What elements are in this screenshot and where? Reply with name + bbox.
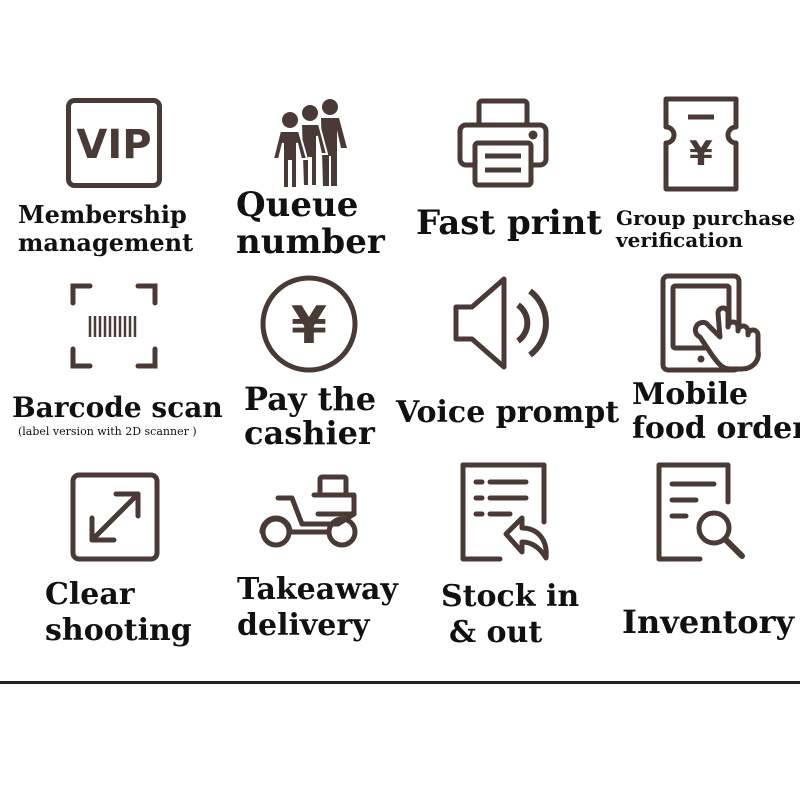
label-line: Fast print [416, 203, 603, 243]
label-line: number [236, 222, 385, 262]
label-line: Queue [236, 185, 359, 225]
feature-label: Fast print [416, 206, 602, 240]
label-line: Stock in [441, 579, 580, 614]
scooter-icon [258, 474, 362, 550]
barcode-scan-icon [70, 283, 158, 369]
svg-text:¥: ¥ [291, 296, 327, 356]
label-line: Membership [18, 200, 187, 229]
yuan-voucher-icon: ¥ [662, 95, 740, 193]
label-line: food order [632, 411, 800, 446]
feature-label: Takeaway delivery [237, 575, 398, 641]
feature-note: (label version with 2D scanner ) [18, 425, 197, 438]
queue-people-icon [270, 98, 350, 189]
label-line: Inventory [622, 603, 795, 641]
feature-label: Mobile food order [632, 380, 800, 444]
label-line: management [18, 228, 194, 257]
feature-label: Inventory [622, 606, 794, 638]
label-line: Clear [45, 577, 135, 612]
svg-text:VIP: VIP [76, 122, 151, 168]
feature-label: Stock in & out [441, 582, 579, 648]
feature-label: Voice prompt [396, 398, 619, 428]
feature-label: Group purchase verification [616, 208, 795, 250]
document-return-icon [460, 462, 550, 562]
feature-label: Barcode scan [12, 394, 223, 422]
printer-icon [457, 98, 549, 188]
label-line: Barcode scan [12, 391, 223, 424]
label-line: shooting [45, 613, 192, 648]
label-line: Takeaway [237, 572, 398, 607]
svg-text:¥: ¥ [689, 134, 713, 174]
vip-icon: VIP [66, 98, 162, 188]
label-line: Voice prompt [396, 395, 620, 430]
feature-label: Membership management [18, 203, 193, 255]
label-line: cashier [244, 414, 375, 452]
label-line: Mobile [632, 377, 749, 412]
label-line: verification [616, 228, 743, 252]
feature-label: Clear shooting [45, 580, 192, 646]
divider-line [0, 681, 800, 684]
feature-label: Pay the cashier [244, 383, 376, 449]
label-line: Group purchase [616, 206, 796, 230]
tablet-touch-icon [660, 273, 764, 373]
label-line: & out [449, 615, 543, 650]
yuan-coin-icon: ¥ [259, 274, 359, 374]
feature-label: Queue number [236, 188, 385, 259]
label-line: Pay the [244, 380, 377, 418]
label-line: delivery [237, 608, 370, 643]
expand-arrows-icon [70, 472, 160, 562]
document-search-icon [656, 462, 748, 562]
speaker-icon [452, 275, 552, 371]
